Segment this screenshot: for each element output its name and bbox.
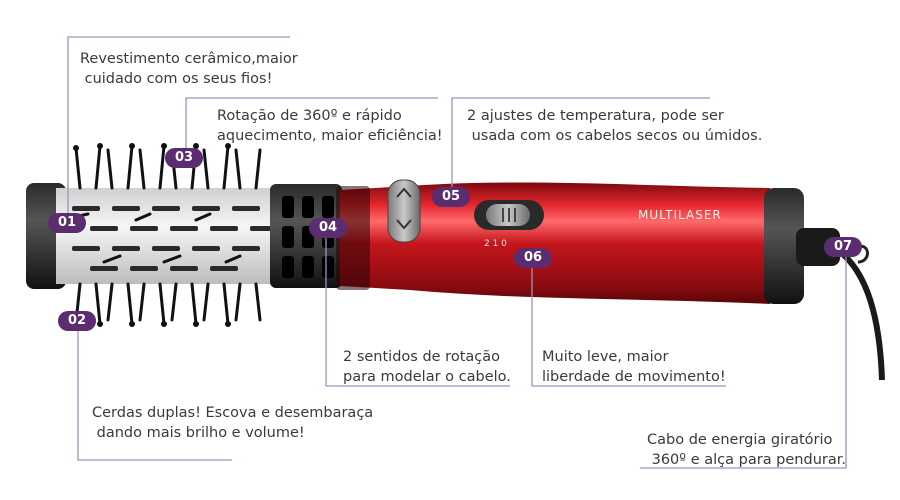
feature-04-badge: 04 <box>309 218 347 238</box>
feature-02-caption: Cerdas duplas! Escova e desembaraça dand… <box>92 405 374 441</box>
callout-line-04 <box>325 226 510 387</box>
switch-grip-lines <box>502 208 516 222</box>
feature-02-badge: 02 <box>58 311 96 331</box>
bristle-tips <box>73 143 231 327</box>
handle-dark-band <box>336 186 370 290</box>
rotate-down-arrow <box>396 219 412 230</box>
feature-06-caption: Muito leve, maior liberdade de movimento… <box>542 349 726 385</box>
brand-logo: MULTILASER <box>638 208 722 222</box>
feature-03-badge: 03 <box>165 148 203 168</box>
rotation-rocker-button <box>387 179 421 243</box>
callout-line-06 <box>531 260 726 387</box>
switch-position-marks: 2 1 0 <box>484 239 507 249</box>
collar-vents <box>282 196 334 278</box>
bristles <box>68 144 262 326</box>
callout-line-05 <box>451 97 710 188</box>
feature-03-caption: Rotação de 360º e rápido aquecimento, ma… <box>217 108 443 144</box>
feature-01-caption: Revestimento cerâmico,maior cuidado com … <box>80 51 298 87</box>
callout-line-01 <box>67 36 290 215</box>
callout-line-07 <box>640 248 847 469</box>
barrel-vents <box>72 206 272 271</box>
feature-05-caption: 2 ajustes de temperatura, pode ser usada… <box>467 108 763 144</box>
callout-line-03 <box>185 97 438 152</box>
feature-07-caption: Cabo de energia giratório 360º e alça pa… <box>647 432 846 468</box>
rear-cap <box>764 188 804 304</box>
feature-01-badge: 01 <box>48 213 86 233</box>
callout-line-02 <box>77 322 232 461</box>
rotate-up-arrow <box>396 187 412 198</box>
feature-06-badge: 06 <box>514 248 552 268</box>
feature-04-caption: 2 sentidos de rotação para modelar o cab… <box>343 349 511 385</box>
feature-05-badge: 05 <box>432 187 470 207</box>
feature-07-badge: 07 <box>824 237 862 257</box>
red-handle <box>340 182 770 304</box>
